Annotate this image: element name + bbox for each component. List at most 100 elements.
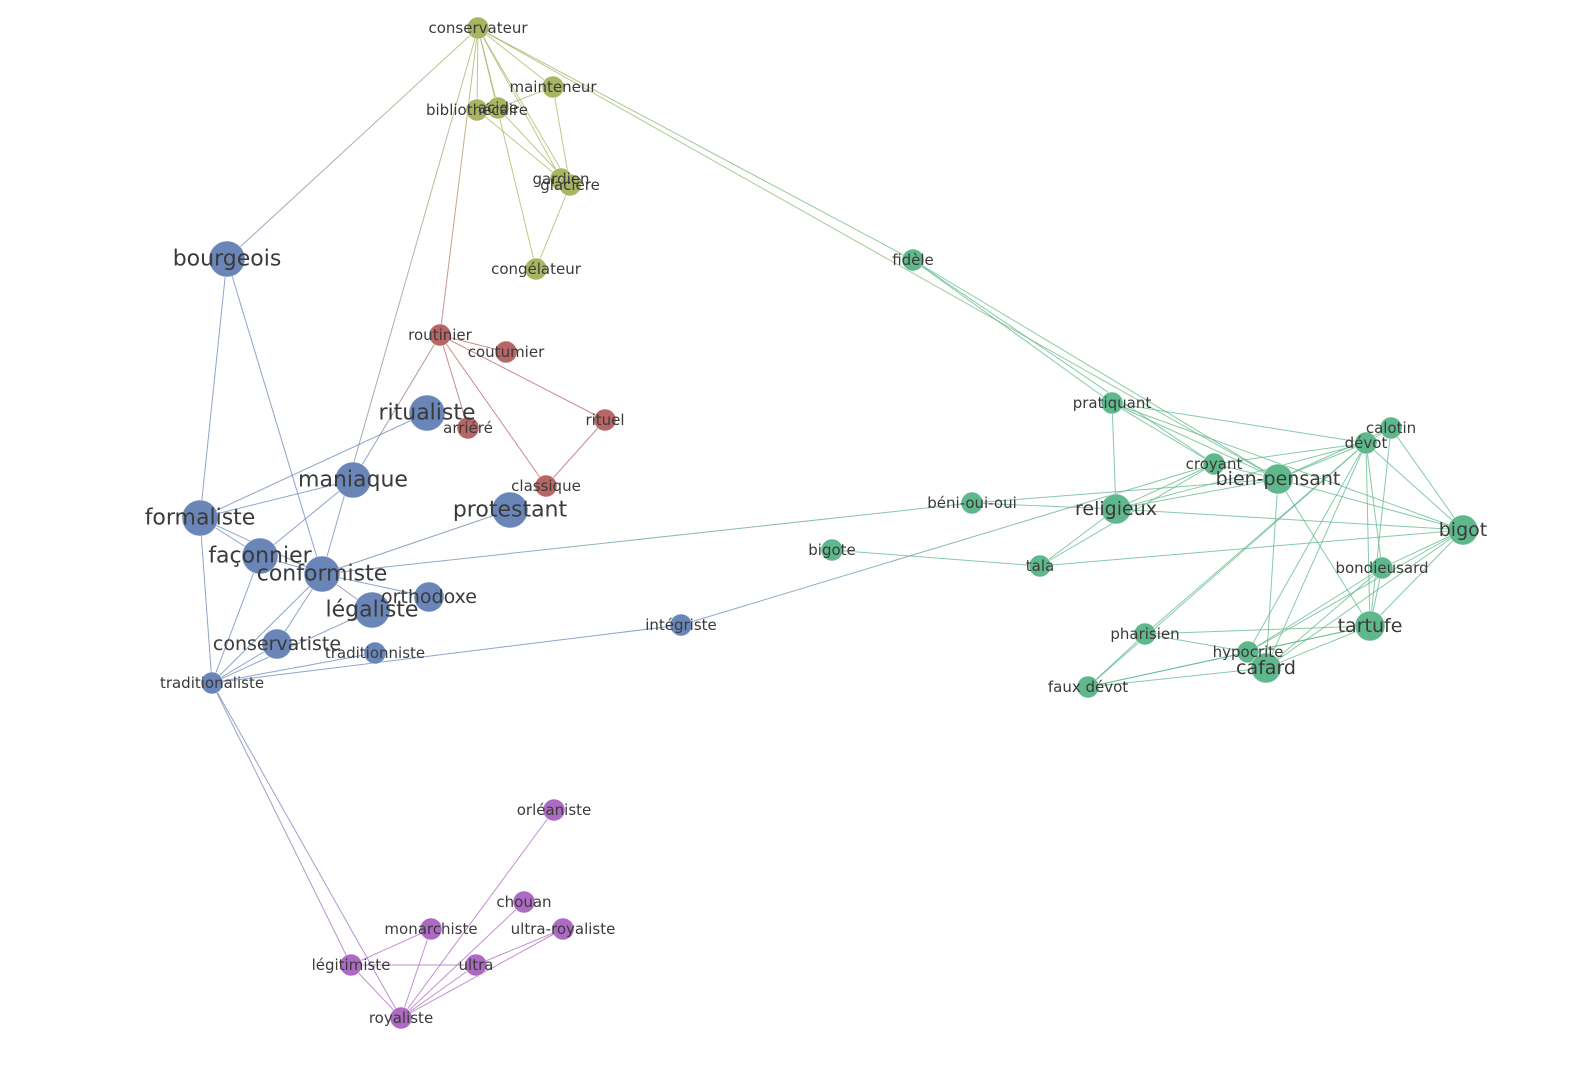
node-conformiste[interactable] bbox=[303, 555, 341, 593]
node-mainteneur[interactable] bbox=[541, 75, 565, 99]
edge-ultra-royaliste bbox=[400, 964, 477, 1019]
node-ritualiste[interactable] bbox=[408, 394, 446, 432]
edge-monarchiste-royaliste bbox=[400, 928, 432, 1019]
node-integriste[interactable] bbox=[669, 613, 693, 637]
node-pratiquant[interactable] bbox=[1100, 391, 1124, 415]
node-monarchiste[interactable] bbox=[419, 917, 443, 941]
edge-conformiste-benioui bbox=[321, 502, 973, 575]
edge-calotin-bigot bbox=[1390, 427, 1464, 531]
edge-routinier-maniaque bbox=[352, 334, 441, 481]
edge-faconnier-traditionaliste bbox=[211, 555, 261, 684]
edge-routinier-classique bbox=[439, 334, 547, 487]
edge-devot-hypocrite bbox=[1247, 442, 1367, 653]
edge-conservateur-congelateur bbox=[477, 27, 537, 270]
edge-pratiquant-croyant bbox=[1111, 402, 1215, 465]
edge-conservateur-glaciere bbox=[477, 27, 571, 186]
edge-devot-croyant bbox=[1213, 442, 1367, 465]
edge-bienpensant-bigot bbox=[1277, 478, 1464, 531]
edge-ritualiste-formaliste bbox=[199, 412, 428, 519]
node-formaliste[interactable] bbox=[181, 499, 219, 537]
node-croyant[interactable] bbox=[1202, 452, 1226, 476]
node-tartufe[interactable] bbox=[1354, 610, 1386, 642]
node-bourgeois[interactable] bbox=[208, 240, 246, 278]
node-calotin[interactable] bbox=[1379, 416, 1403, 440]
edge-bourgeois-formaliste bbox=[199, 258, 228, 519]
node-acide[interactable] bbox=[486, 96, 510, 120]
edge-fidele-bienpensant bbox=[912, 259, 1279, 480]
edge-croyant-religieux bbox=[1115, 463, 1215, 510]
edge-fidele-croyant bbox=[912, 259, 1215, 465]
edge-fidele-pratiquant bbox=[912, 259, 1113, 404]
node-bibliothecaire[interactable] bbox=[465, 98, 489, 122]
node-faconnier[interactable] bbox=[241, 537, 279, 575]
node-traditionniste[interactable] bbox=[363, 641, 387, 665]
edge-routinier-arriere bbox=[439, 334, 469, 429]
edge-pratiquant-bigot bbox=[1111, 402, 1464, 531]
node-layer bbox=[181, 16, 1479, 1030]
node-hypocrite[interactable] bbox=[1236, 640, 1260, 664]
edge-devot-fauxdevot bbox=[1087, 442, 1367, 688]
edge-pratiquant-religieux bbox=[1111, 402, 1117, 510]
node-conservateur[interactable] bbox=[466, 16, 490, 40]
node-bigot[interactable] bbox=[1447, 514, 1479, 546]
node-bondieusard[interactable] bbox=[1370, 556, 1394, 580]
edge-conservateur-gardien bbox=[477, 27, 562, 180]
edge-devot-bigot bbox=[1365, 442, 1464, 531]
node-bigote[interactable] bbox=[820, 538, 844, 562]
edge-tartufe-pharisien bbox=[1144, 625, 1371, 635]
node-protestant[interactable] bbox=[491, 491, 529, 529]
node-routinier[interactable] bbox=[428, 323, 452, 347]
node-pharisien[interactable] bbox=[1133, 622, 1157, 646]
node-legaliste[interactable] bbox=[353, 591, 391, 629]
edge-mainteneur-glaciere bbox=[552, 86, 571, 186]
node-chouan[interactable] bbox=[512, 890, 536, 914]
node-royaliste[interactable] bbox=[389, 1006, 413, 1030]
edge-bienpensant-cafard bbox=[1265, 478, 1279, 669]
edge-bourgeois-conformiste bbox=[226, 258, 323, 575]
node-fauxdevot[interactable] bbox=[1076, 675, 1100, 699]
edge-conservateur-bourgeois bbox=[226, 27, 479, 260]
edge-layer bbox=[199, 27, 1464, 1019]
edge-devot-religieux bbox=[1115, 442, 1367, 510]
edge-bigot-tartufe bbox=[1369, 529, 1464, 627]
edge-conformiste-protestant bbox=[321, 509, 511, 575]
node-congelateur[interactable] bbox=[524, 257, 548, 281]
node-maniaque[interactable] bbox=[334, 461, 372, 499]
edge-bienpensant-tartufe bbox=[1277, 478, 1371, 627]
node-benioui[interactable] bbox=[960, 491, 984, 515]
edge-traditionaliste-royaliste bbox=[211, 682, 402, 1019]
node-coutumier[interactable] bbox=[494, 340, 518, 364]
edge-devot-bienpensant bbox=[1277, 442, 1367, 480]
node-ultra[interactable] bbox=[464, 953, 488, 977]
edge-conservateur-bienpensant bbox=[477, 27, 1279, 480]
node-conservatiste[interactable] bbox=[261, 628, 293, 660]
node-arriere[interactable] bbox=[456, 416, 480, 440]
node-bienpensant[interactable] bbox=[1262, 463, 1294, 495]
edge-integriste-croyant bbox=[680, 463, 1215, 626]
edge-orleaniste-royaliste bbox=[400, 809, 555, 1019]
node-cafard[interactable] bbox=[1250, 652, 1282, 684]
edge-routinier-rituel bbox=[439, 334, 606, 421]
node-tala[interactable] bbox=[1028, 554, 1052, 578]
edge-pharisien-hypocrite bbox=[1144, 633, 1249, 653]
node-orthodoxe[interactable] bbox=[413, 581, 445, 613]
node-classique[interactable] bbox=[534, 474, 558, 498]
node-rituel[interactable] bbox=[593, 408, 617, 432]
edge-traditionaliste-integriste bbox=[211, 624, 682, 684]
node-devot[interactable] bbox=[1354, 431, 1378, 455]
edge-bigot-cafard bbox=[1265, 529, 1464, 669]
node-orleaniste[interactable] bbox=[542, 798, 566, 822]
node-ultraroyaliste[interactable] bbox=[551, 917, 575, 941]
node-fidele[interactable] bbox=[901, 248, 925, 272]
edge-religieux-bigot bbox=[1115, 508, 1464, 531]
node-religieux[interactable] bbox=[1100, 493, 1132, 525]
edge-rituel-classique bbox=[545, 419, 606, 487]
edge-chouan-royaliste bbox=[400, 901, 525, 1019]
edge-cafard-fauxdevot bbox=[1087, 667, 1267, 688]
edge-conformiste-traditionaliste bbox=[211, 573, 323, 684]
node-glaciere[interactable] bbox=[558, 173, 582, 197]
edge-conservateur-fidele bbox=[477, 27, 914, 261]
node-legitimiste[interactable] bbox=[339, 953, 363, 977]
node-traditionaliste[interactable] bbox=[200, 671, 224, 695]
